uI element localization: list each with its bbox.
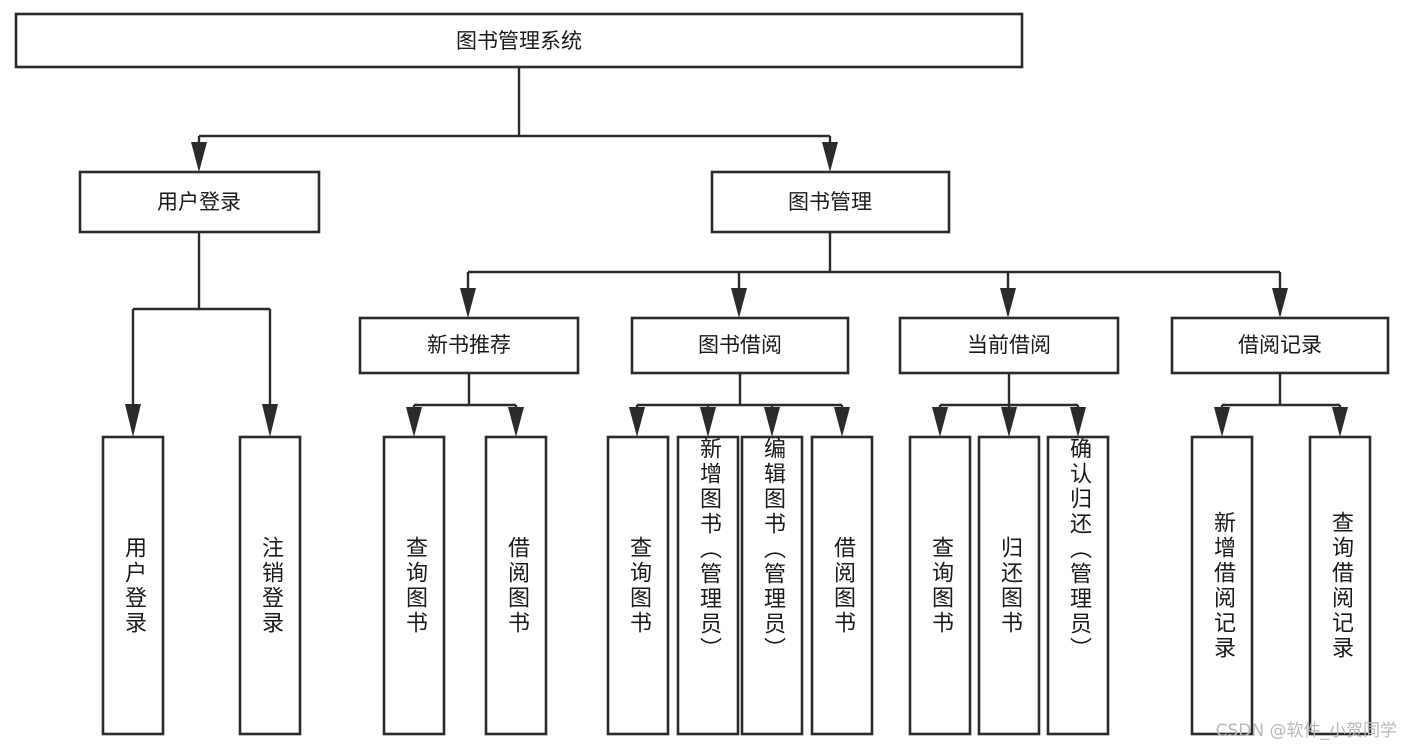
leaf-box-currentborrow-1[interactable] <box>908 435 972 736</box>
arrow-leaf-currentborrow-1 <box>932 407 948 437</box>
arrow-leaf-borrowrecord-2 <box>1332 407 1348 437</box>
leaf-box-bookborrow-2[interactable] <box>676 435 740 736</box>
book-manage-box[interactable] <box>710 170 951 234</box>
leaf-box-bookborrow-3[interactable] <box>740 435 804 736</box>
leaf-box-borrowrecord-1[interactable] <box>1190 435 1254 736</box>
arrow-leaf-user-login-2 <box>262 404 278 437</box>
new-book-recommend-label: 新书推荐 <box>427 333 511 357</box>
node-root[interactable]: 图书管理系统 <box>14 12 1024 69</box>
arrow-leaf-newbook-2 <box>508 407 524 437</box>
book-borrow-label: 图书借阅 <box>698 333 782 357</box>
arrow-to-user-login <box>191 142 207 172</box>
leaf-box-newbook-1[interactable] <box>382 435 446 736</box>
current-borrow-label: 当前借阅 <box>967 333 1051 357</box>
arrow-leaf-bookborrow-1 <box>629 407 645 437</box>
arrow-leaf-newbook-1 <box>406 407 422 437</box>
node-new-book-recommend[interactable]: 新书推荐 <box>358 316 580 375</box>
user-login-label: 用户登录 <box>157 190 241 214</box>
leaf-box-bookborrow-1[interactable] <box>606 435 670 736</box>
node-user-login[interactable]: 用户登录 <box>78 170 321 234</box>
leaf-box-currentborrow-3[interactable] <box>1046 435 1110 736</box>
current-borrow-box[interactable] <box>898 316 1120 375</box>
borrow-record-label: 借阅记录 <box>1238 333 1322 357</box>
arrow-leaf-bookborrow-3 <box>764 407 780 437</box>
node-book-manage[interactable]: 图书管理 <box>710 170 951 234</box>
arrow-leaf-borrowrecord-1 <box>1214 407 1230 437</box>
leaf-box-borrowrecord-2[interactable] <box>1308 435 1372 736</box>
root-box[interactable] <box>14 12 1024 69</box>
node-book-borrow[interactable]: 图书借阅 <box>630 316 850 375</box>
book-manage-label: 图书管理 <box>788 190 872 214</box>
arrow-leaf-currentborrow-2 <box>1001 407 1017 437</box>
root-label: 图书管理系统 <box>456 29 582 53</box>
leaf-box-newbook-2[interactable] <box>484 435 548 736</box>
book-borrow-box[interactable] <box>630 316 850 375</box>
arrow-to-current-borrow <box>1000 288 1016 318</box>
leaf-box-bookborrow-4[interactable] <box>810 435 874 736</box>
arrow-to-borrow-record <box>1272 288 1288 318</box>
leaf-box-user-login-2[interactable] <box>238 435 302 736</box>
new-book-recommend-box[interactable] <box>358 316 580 375</box>
arrow-leaf-bookborrow-2 <box>700 407 716 437</box>
arrow-leaf-currentborrow-3 <box>1070 407 1086 437</box>
node-borrow-record[interactable]: 借阅记录 <box>1170 316 1390 375</box>
arrow-to-new-book <box>460 288 476 318</box>
arrow-leaf-bookborrow-4 <box>834 407 850 437</box>
leaf-box-user-login-1[interactable] <box>101 435 165 736</box>
arrow-leaf-user-login-1 <box>125 404 141 437</box>
arrow-to-book-borrow <box>731 288 747 318</box>
borrow-record-box[interactable] <box>1170 316 1390 375</box>
arrow-to-book-manage <box>822 142 838 172</box>
node-current-borrow[interactable]: 当前借阅 <box>898 316 1120 375</box>
leaf-box-currentborrow-2[interactable] <box>977 435 1041 736</box>
